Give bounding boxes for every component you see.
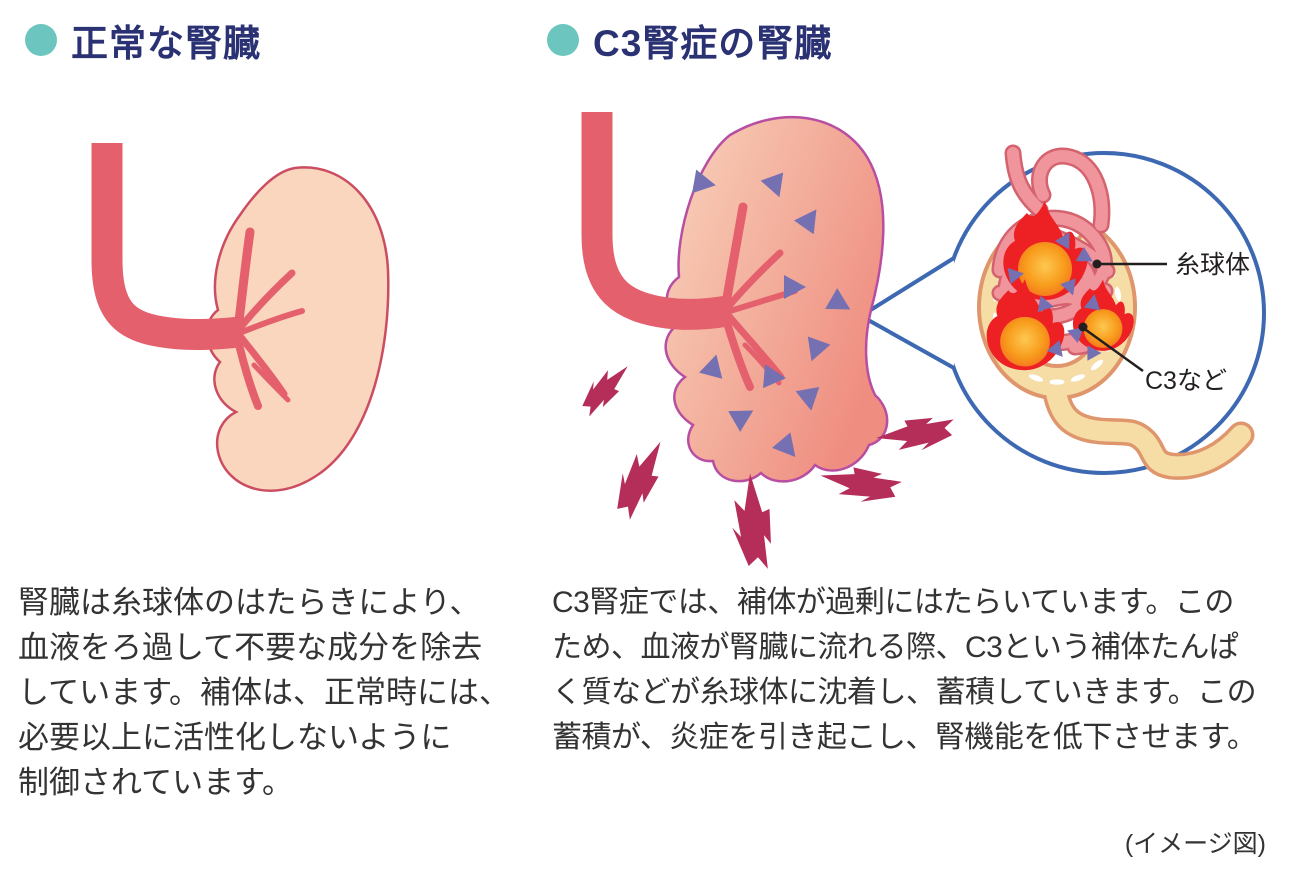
flame-icon [986, 279, 1065, 371]
teal-bullet-icon [547, 24, 579, 56]
inset-deposits [1007, 232, 1102, 361]
label-dot [1092, 259, 1102, 269]
c3-deposit-triangle [807, 336, 831, 362]
flame-icon [1003, 201, 1088, 300]
capsule-dash [1114, 286, 1122, 302]
capsule-dash [1070, 374, 1086, 382]
capsule-dash [1028, 374, 1044, 382]
image-note: (イメージ図) [1124, 830, 1266, 858]
renal-artery [91, 143, 305, 410]
c3-deposit-triangle [1007, 267, 1024, 285]
c3-deposit-triangle [1037, 295, 1054, 313]
c3-kidney-illustration: 糸球体 C3など [581, 112, 1266, 569]
c3-deposit-triangle [1054, 232, 1070, 250]
c3-deposit-triangle [762, 364, 786, 389]
renal-artery [581, 112, 798, 391]
c3-deposit-triangle [699, 354, 723, 379]
capsule-dash [1090, 359, 1104, 371]
magnifier-callout-lines [859, 256, 956, 370]
c3-deposit-triangle [784, 275, 806, 299]
c3-deposit-triangle [795, 387, 820, 411]
c3-deposit-triangle [1075, 246, 1093, 262]
section-normal-kidney-heading: 正常な腎臓 [25, 13, 261, 67]
c3-deposit-triangle [794, 209, 817, 235]
normal-kidney-description: 腎臓は糸球体のはたらきにより、 血液をろ過して不要な成分を除去 しています。補体… [18, 585, 510, 800]
label-c3: C3など [1078, 322, 1227, 395]
magnifier-callout-wedge [861, 258, 954, 368]
c3-deposit-triangle [825, 288, 851, 310]
c3-deposit-triangle [728, 410, 754, 432]
c3-deposit-triangle [1083, 294, 1101, 311]
c3-deposit-triangle [692, 169, 716, 194]
section-heading-normal: 正常な腎臓 [71, 23, 261, 64]
capsule-dash [1049, 379, 1065, 385]
c3-deposit-triangle [760, 172, 784, 198]
inflammation-bolt-icon [617, 441, 661, 520]
inflammation-bolt-icon [820, 467, 902, 502]
inflammation-bolt-icon [876, 417, 954, 451]
inflammation-bolt-icon [582, 366, 628, 417]
c3-deposit-triangle [772, 432, 796, 457]
inflammation-bolt-icon [732, 473, 771, 569]
c3-deposit-triangle [1067, 327, 1084, 344]
inflammation-bolts [582, 366, 954, 569]
section-heading-c3: C3腎症の腎臓 [593, 23, 833, 64]
label-glomerulus: 糸球体 [1092, 251, 1250, 279]
label-line [1085, 328, 1144, 373]
label-glomerulus-text: 糸球体 [1175, 251, 1250, 279]
label-c3-text: C3など [1145, 367, 1227, 395]
label-dot [1078, 322, 1088, 332]
c3-deposit-triangle [1087, 345, 1102, 361]
normal-kidney-illustration [91, 143, 390, 492]
teal-bullet-icon [25, 24, 57, 56]
section-c3-kidney-heading: C3腎症の腎臓 [547, 13, 832, 67]
c3-deposit-triangle [1046, 340, 1063, 357]
c3-deposit-triangle [1060, 278, 1076, 296]
kidney-deposits [692, 169, 851, 457]
c3-kidney-description: C3腎症では、補体が過剰にはたらいています。この ため、血液が腎臓に流れる際、C… [552, 586, 1257, 754]
